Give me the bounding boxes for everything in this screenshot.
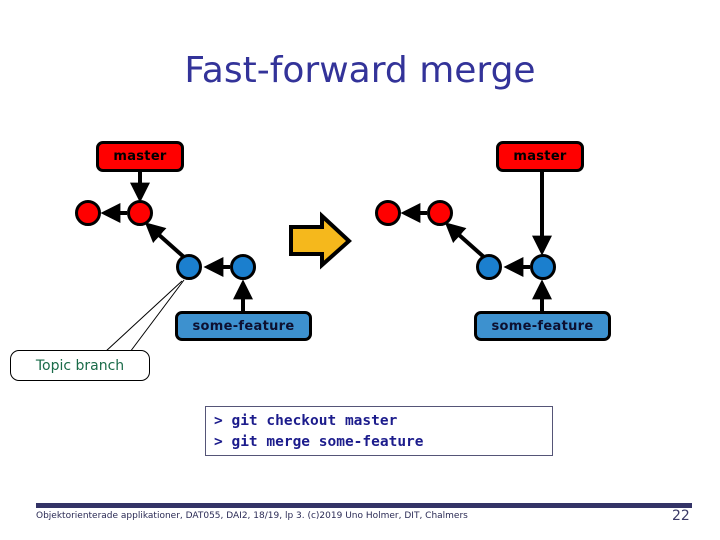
edge-b1-to-r2-after (444, 222, 487, 260)
right-arrow-icon (289, 211, 352, 270)
commit-node-red-1-before[interactable] (75, 200, 101, 226)
page-number: 22 (672, 508, 690, 524)
git-command-line-2: > git merge some-feature (214, 434, 424, 450)
some-feature-label-text-before: some-feature (192, 318, 295, 334)
commit-node-blue-2-after[interactable] (530, 254, 556, 280)
topic-branch-callout[interactable]: Topic branch (10, 350, 150, 381)
master-label-text-before: master (113, 149, 167, 164)
commit-node-red-2-after[interactable] (427, 200, 453, 226)
git-command-box: > git checkout master > git merge some-f… (205, 406, 553, 456)
callout-leader-line-1 (104, 280, 183, 353)
commit-node-red-1-after[interactable] (375, 200, 401, 226)
commit-node-blue-1-after[interactable] (476, 254, 502, 280)
master-branch-label-before[interactable]: master (96, 141, 184, 172)
some-feature-label-text-after: some-feature (491, 318, 594, 334)
some-feature-branch-label-after[interactable]: some-feature (474, 311, 611, 341)
topic-branch-label: Topic branch (35, 357, 125, 374)
footer-divider (36, 503, 692, 508)
git-command-line-1: > git checkout master (214, 413, 398, 429)
edge-b1-to-r2-before (144, 222, 187, 260)
footer-attribution: Objektorienterade applikationer, DAT055,… (36, 511, 468, 521)
commit-node-blue-2-before[interactable] (230, 254, 256, 280)
master-label-text-after: master (513, 149, 567, 164)
commit-node-red-2-before[interactable] (127, 200, 153, 226)
some-feature-branch-label-before[interactable]: some-feature (175, 311, 312, 341)
commit-node-blue-1-before[interactable] (176, 254, 202, 280)
page-title: Fast-forward merge (184, 50, 536, 91)
master-branch-label-after[interactable]: master (496, 141, 584, 172)
